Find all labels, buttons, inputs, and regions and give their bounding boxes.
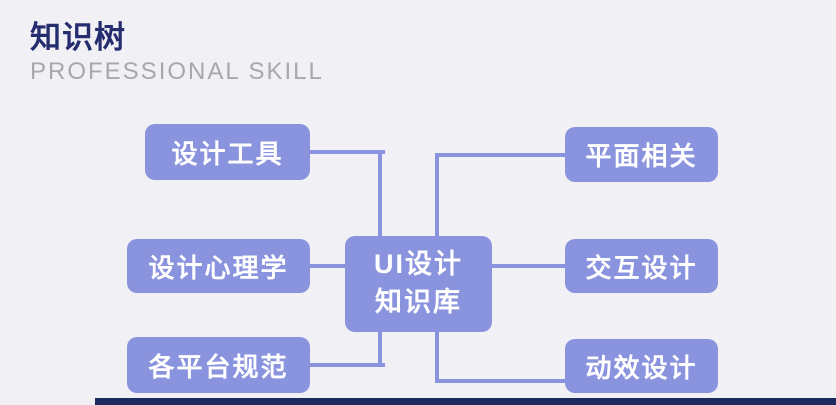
connector-right-bottom-vertical: [435, 326, 439, 383]
connector-left-top-vertical: [378, 150, 382, 242]
connector-left-bottom-vertical: [378, 326, 382, 367]
node-ui-knowledge-base-line2: 知识库: [375, 287, 462, 317]
node-platform-specs: 各平台规范: [127, 337, 310, 393]
bottom-accent-bar: [95, 398, 836, 405]
node-design-tools: 设计工具: [145, 124, 310, 180]
node-interaction-design: 交互设计: [565, 239, 718, 293]
connector-left-top-horizontal: [305, 150, 385, 154]
node-graphic-related-label: 平面相关: [585, 141, 698, 171]
node-design-psychology-label: 设计心理学: [148, 252, 289, 283]
connector-right-top-horizontal: [435, 153, 567, 157]
connector-right-bottom-horizontal: [435, 379, 567, 383]
connector-left-bottom-horizontal: [305, 363, 385, 367]
node-platform-specs-label: 各平台规范: [148, 351, 289, 382]
connector-right-middle-horizontal: [488, 264, 568, 268]
node-motion-design: 动效设计: [565, 339, 718, 393]
node-graphic-related: 平面相关: [565, 127, 718, 182]
node-ui-knowledge-base-line1: UI设计: [374, 249, 463, 280]
page-subtitle: PROFESSIONAL SKILL: [30, 58, 324, 85]
node-design-psychology: 设计心理学: [127, 239, 310, 293]
connector-left-middle-horizontal: [305, 264, 355, 268]
page-title: 知识树: [30, 20, 126, 55]
node-design-tools-label: 设计工具: [171, 138, 284, 169]
node-ui-knowledge-base: UI设计 知识库: [345, 236, 492, 332]
node-motion-design-label: 动效设计: [585, 352, 698, 383]
connector-right-top-vertical: [435, 153, 439, 242]
node-interaction-design-label: 交互设计: [585, 252, 698, 283]
